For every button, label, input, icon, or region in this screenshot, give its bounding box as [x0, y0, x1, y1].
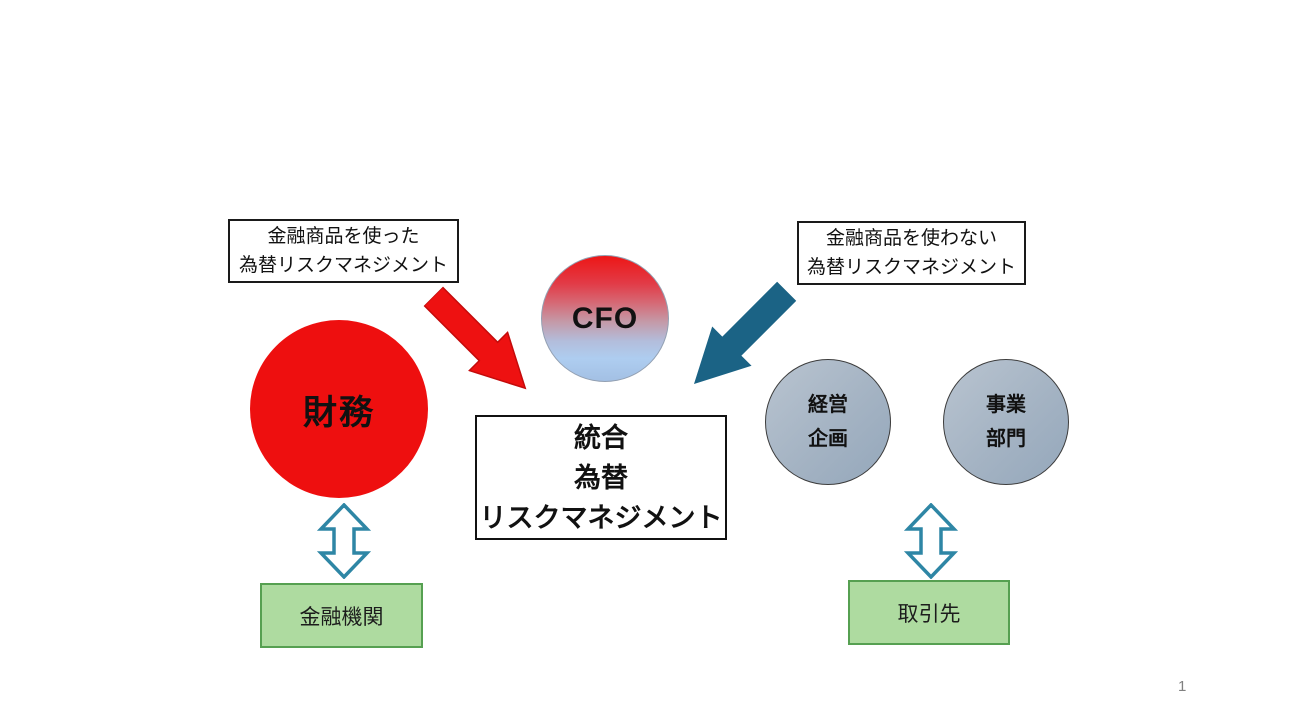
cfo-circle: CFO	[541, 255, 669, 382]
integrated-line: 統合	[574, 422, 628, 453]
integrated-fx-risk-box: 統合 為替 リスクマネジメント	[475, 415, 727, 540]
financial-institutions-box: 金融機関	[260, 583, 423, 648]
note-box-with-financial-products: 金融商品を使った 為替リスクマネジメント	[228, 219, 459, 283]
note-line: 為替リスクマネジメント	[238, 255, 448, 276]
left-updown-arrow-icon	[316, 503, 372, 579]
integrated-line: 為替	[574, 462, 628, 493]
circle-line: 企画	[808, 428, 848, 450]
page-number: 1	[1178, 678, 1187, 695]
right-updown-arrow-icon	[903, 503, 959, 579]
treasury-circle: 財務	[250, 320, 428, 498]
circle-line: 経営	[808, 394, 848, 416]
circle-line: 事業	[986, 394, 1026, 416]
red-down-right-arrow-icon	[423, 286, 527, 390]
note-line: 為替リスクマネジメント	[806, 257, 1016, 278]
note-box-without-financial-products: 金融商品を使わない 為替リスクマネジメント	[797, 221, 1026, 285]
integrated-line: リスクマネジメント	[479, 502, 723, 533]
teal-down-left-arrow-icon	[693, 281, 797, 385]
partner-label: 取引先	[897, 602, 961, 626]
cfo-label: CFO	[571, 301, 639, 335]
circle-line: 部門	[986, 428, 1026, 450]
note-line: 金融商品を使った	[267, 226, 420, 247]
bank-label: 金融機関	[299, 605, 384, 629]
note-line: 金融商品を使わない	[825, 228, 997, 249]
business-partners-box: 取引先	[848, 580, 1010, 645]
treasury-label: 財務	[303, 393, 375, 432]
corporate-planning-circle: 経営 企画	[765, 359, 891, 485]
business-division-circle: 事業 部門	[943, 359, 1069, 485]
